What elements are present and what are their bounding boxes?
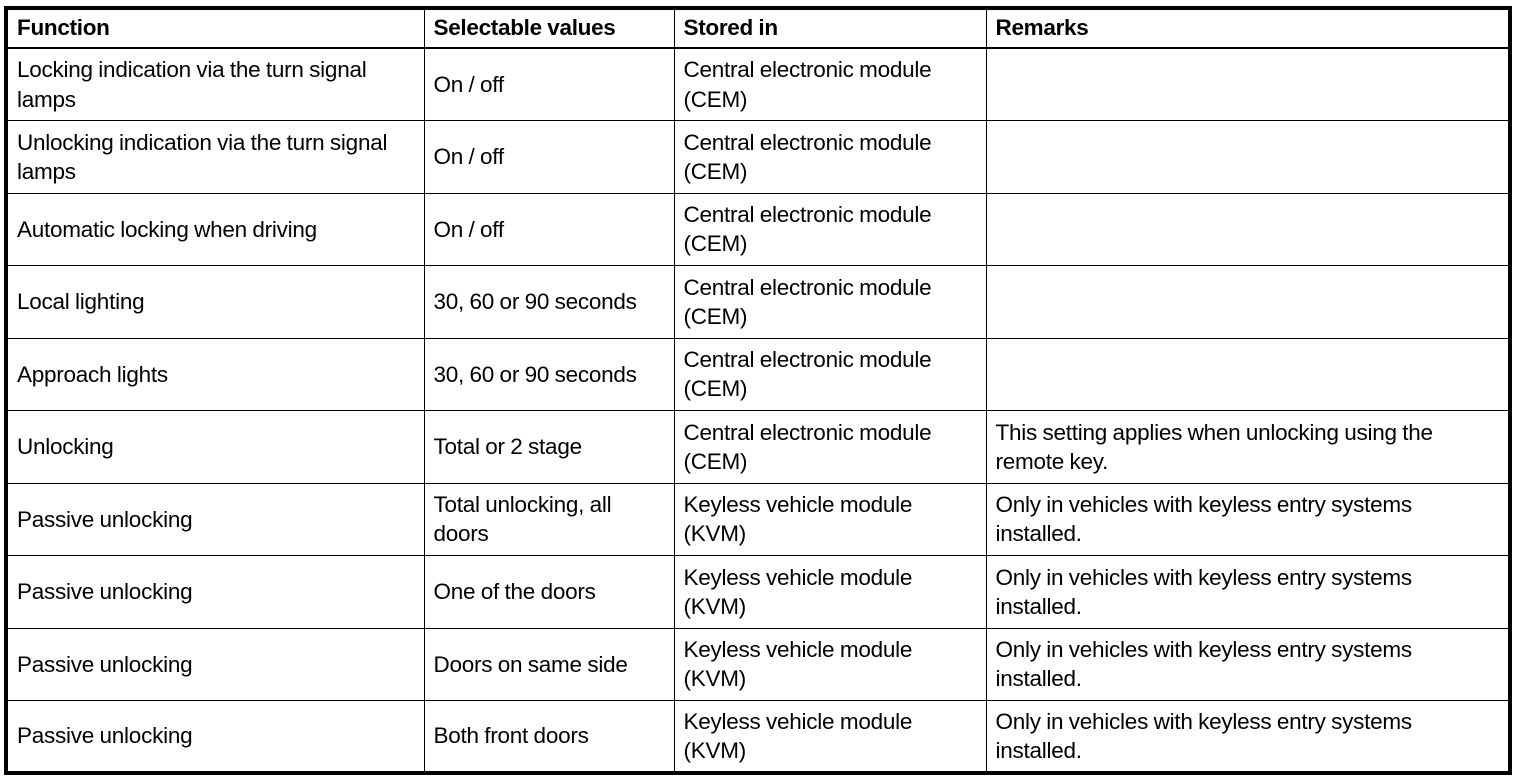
cell-remarks-text: Only in vehicles with keyless entry syst…	[995, 708, 1413, 763]
cell-stored-in-text: Central electronic module (CEM)	[683, 202, 932, 257]
table-body: Locking indication via the turn signal l…	[5, 47, 1511, 774]
cell-selectable-values-text: Doors on same side	[433, 651, 628, 677]
cell-stored-in-text: Central electronic module (CEM)	[683, 129, 932, 184]
cell-selectable-values-text: Total unlocking, all doors	[433, 492, 612, 547]
spec-table-container: Function Selectable values Stored in Rem…	[4, 6, 1512, 775]
cell-selectable-values-text: One of the doors	[433, 579, 596, 605]
table-row: Passive unlocking Doors on same side Key…	[5, 627, 1511, 701]
cell-remarks: This setting applies when unlocking usin…	[985, 410, 1511, 484]
table-row: Unlocking Total or 2 stage Central elect…	[5, 410, 1511, 484]
cell-stored-in: Central electronic module (CEM)	[673, 410, 987, 484]
table-row: Local lighting 30, 60 or 90 seconds Cent…	[5, 265, 1511, 339]
cell-stored-in-text: Central electronic module (CEM)	[683, 347, 932, 402]
cell-stored-in-text: Central electronic module (CEM)	[683, 274, 932, 329]
table-header: Function Selectable values Stored in Rem…	[5, 7, 1511, 49]
cell-remarks-text: Only in vehicles with keyless entry syst…	[995, 492, 1413, 547]
table-row: Unlocking indication via the turn signal…	[5, 120, 1511, 194]
cell-function: Passive unlocking	[5, 627, 425, 701]
cell-selectable-values: 30, 60 or 90 seconds	[423, 337, 675, 411]
cell-stored-in-text: Central electronic module (CEM)	[683, 57, 932, 112]
cell-function: Unlocking	[5, 410, 425, 484]
cell-function-text: Locking indication via the turn signal l…	[17, 57, 367, 112]
cell-stored-in-text: Keyless vehicle module (KVM)	[683, 708, 913, 763]
cell-selectable-values-text: Total or 2 stage	[433, 434, 583, 460]
cell-function: Locking indication via the turn signal l…	[5, 47, 425, 121]
cell-stored-in-text: Keyless vehicle module (KVM)	[683, 492, 913, 547]
cell-stored-in-text: Keyless vehicle module (KVM)	[683, 564, 913, 619]
cell-selectable-values: On / off	[423, 47, 675, 121]
cell-remarks: Only in vehicles with keyless entry syst…	[985, 627, 1511, 701]
cell-selectable-values: 30, 60 or 90 seconds	[423, 265, 675, 339]
cell-stored-in: Keyless vehicle module (KVM)	[673, 482, 987, 556]
table-row: Passive unlocking Both front doors Keyle…	[5, 700, 1511, 774]
cell-stored-in: Keyless vehicle module (KVM)	[673, 700, 987, 774]
cell-remarks-text: This setting applies when unlocking usin…	[995, 419, 1434, 474]
column-header-remarks: Remarks	[985, 7, 1511, 49]
cell-stored-in: Keyless vehicle module (KVM)	[673, 627, 987, 701]
column-header-selectable-values: Selectable values	[423, 7, 675, 49]
cell-function: Local lighting	[5, 265, 425, 339]
cell-function-text: Passive unlocking	[17, 651, 193, 677]
cell-stored-in: Central electronic module (CEM)	[673, 192, 987, 266]
table-row: Approach lights 30, 60 or 90 seconds Cen…	[5, 337, 1511, 411]
column-header-stored-in-label: Stored in	[683, 14, 779, 40]
cell-remarks-text: Only in vehicles with keyless entry syst…	[995, 564, 1413, 619]
table-row: Automatic locking when driving On / off …	[5, 192, 1511, 266]
cell-selectable-values-text: Both front doors	[433, 723, 589, 749]
cell-stored-in-text: Keyless vehicle module (KVM)	[683, 637, 913, 692]
cell-selectable-values: On / off	[423, 192, 675, 266]
column-header-selectable-values-label: Selectable values	[433, 14, 616, 40]
column-header-function-label: Function	[17, 14, 110, 40]
cell-selectable-values: On / off	[423, 120, 675, 194]
cell-function: Automatic locking when driving	[5, 192, 425, 266]
cell-remarks: Only in vehicles with keyless entry syst…	[985, 482, 1511, 556]
table-row: Passive unlocking Total unlocking, all d…	[5, 482, 1511, 556]
cell-selectable-values-text: 30, 60 or 90 seconds	[433, 289, 637, 315]
cell-selectable-values-text: On / off	[433, 71, 505, 97]
cell-function-text: Passive unlocking	[17, 579, 193, 605]
cell-function-text: Automatic locking when driving	[17, 216, 317, 242]
cell-remarks: Only in vehicles with keyless entry syst…	[985, 555, 1511, 629]
cell-remarks: Only in vehicles with keyless entry syst…	[985, 700, 1511, 774]
cell-function-text: Unlocking	[17, 434, 114, 460]
cell-stored-in: Central electronic module (CEM)	[673, 337, 987, 411]
column-header-function: Function	[5, 7, 425, 49]
table-row: Locking indication via the turn signal l…	[5, 47, 1511, 121]
cell-stored-in: Keyless vehicle module (KVM)	[673, 555, 987, 629]
cell-function: Passive unlocking	[5, 700, 425, 774]
cell-selectable-values: Total unlocking, all doors	[423, 482, 675, 556]
header-row: Function Selectable values Stored in Rem…	[5, 7, 1511, 49]
cell-stored-in-text: Central electronic module (CEM)	[683, 419, 932, 474]
cell-remarks	[985, 47, 1511, 121]
cell-remarks	[985, 192, 1511, 266]
cell-function-text: Unlocking indication via the turn signal…	[17, 129, 388, 184]
table-row: Passive unlocking One of the doors Keyle…	[5, 555, 1511, 629]
cell-selectable-values: One of the doors	[423, 555, 675, 629]
cell-stored-in: Central electronic module (CEM)	[673, 265, 987, 339]
cell-selectable-values: Doors on same side	[423, 627, 675, 701]
cell-function: Unlocking indication via the turn signal…	[5, 120, 425, 194]
cell-function-text: Passive unlocking	[17, 506, 193, 532]
cell-selectable-values-text: On / off	[433, 216, 505, 242]
cell-selectable-values-text: On / off	[433, 144, 505, 170]
cell-stored-in: Central electronic module (CEM)	[673, 120, 987, 194]
function-settings-table: Function Selectable values Stored in Rem…	[4, 6, 1512, 775]
cell-function-text: Passive unlocking	[17, 723, 193, 749]
cell-function: Approach lights	[5, 337, 425, 411]
cell-function: Passive unlocking	[5, 555, 425, 629]
cell-stored-in: Central electronic module (CEM)	[673, 47, 987, 121]
cell-selectable-values: Total or 2 stage	[423, 410, 675, 484]
cell-remarks	[985, 265, 1511, 339]
cell-remarks	[985, 337, 1511, 411]
cell-selectable-values-text: 30, 60 or 90 seconds	[433, 361, 637, 387]
cell-remarks	[985, 120, 1511, 194]
column-header-stored-in: Stored in	[673, 7, 987, 49]
cell-function-text: Approach lights	[17, 361, 168, 387]
cell-function: Passive unlocking	[5, 482, 425, 556]
column-header-remarks-label: Remarks	[995, 14, 1089, 40]
cell-remarks-text: Only in vehicles with keyless entry syst…	[995, 637, 1413, 692]
cell-function-text: Local lighting	[17, 289, 145, 315]
cell-selectable-values: Both front doors	[423, 700, 675, 774]
